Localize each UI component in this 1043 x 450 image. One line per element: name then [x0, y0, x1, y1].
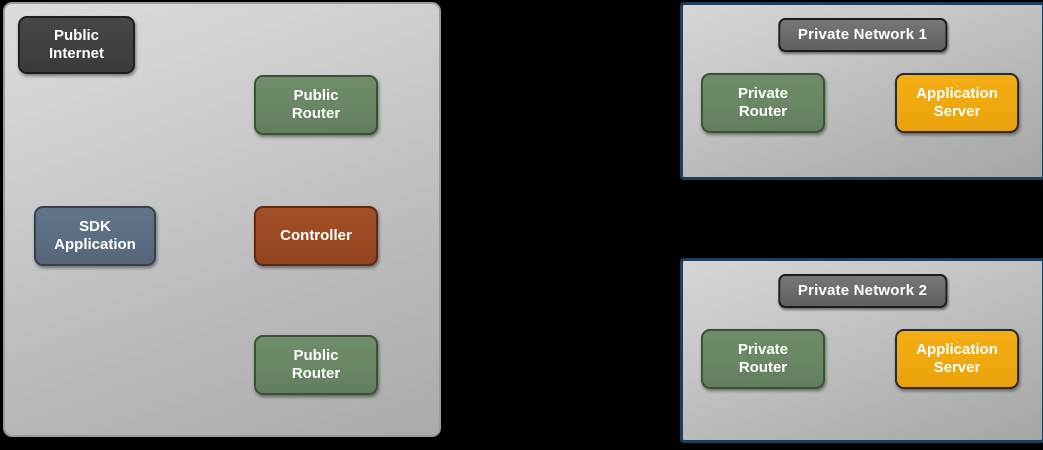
node-public-router-top[interactable]: Public Router: [254, 75, 378, 135]
node-sdk-application-label: SDK Application: [54, 218, 136, 253]
private-network-2-panel: Private Network 2 Private Router Applica…: [680, 258, 1043, 443]
node-controller-label: Controller: [280, 227, 352, 245]
private-network-1-panel: Private Network 1 Private Router Applica…: [680, 2, 1043, 180]
private-network-1-node-private-router[interactable]: Private Router: [701, 73, 825, 133]
private-network-2-title: Private Network 2: [777, 274, 948, 308]
node-sdk-application[interactable]: SDK Application: [34, 206, 156, 266]
private-network-2-node-application-server[interactable]: Application Server: [895, 329, 1019, 389]
node-public-router-bottom[interactable]: Public Router: [254, 335, 378, 395]
node-public-router-bottom-label: Public Router: [291, 347, 341, 382]
node-public-router-top-label: Public Router: [291, 87, 341, 122]
public-cloud-panel: Public Internet Public Router SDK Applic…: [3, 2, 441, 437]
private-network-1-title: Private Network 1: [777, 18, 948, 52]
node-public-internet[interactable]: Public Internet: [18, 16, 135, 74]
private-network-2-application-server-label: Application Server: [916, 341, 998, 376]
private-network-1-application-server-label: Application Server: [916, 85, 998, 120]
private-network-2-private-router-label: Private Router: [737, 341, 789, 376]
private-network-1-private-router-label: Private Router: [737, 85, 789, 120]
node-controller[interactable]: Controller: [254, 206, 378, 266]
private-network-2-node-private-router[interactable]: Private Router: [701, 329, 825, 389]
private-network-1-node-application-server[interactable]: Application Server: [895, 73, 1019, 133]
node-public-internet-label: Public Internet: [48, 27, 104, 62]
